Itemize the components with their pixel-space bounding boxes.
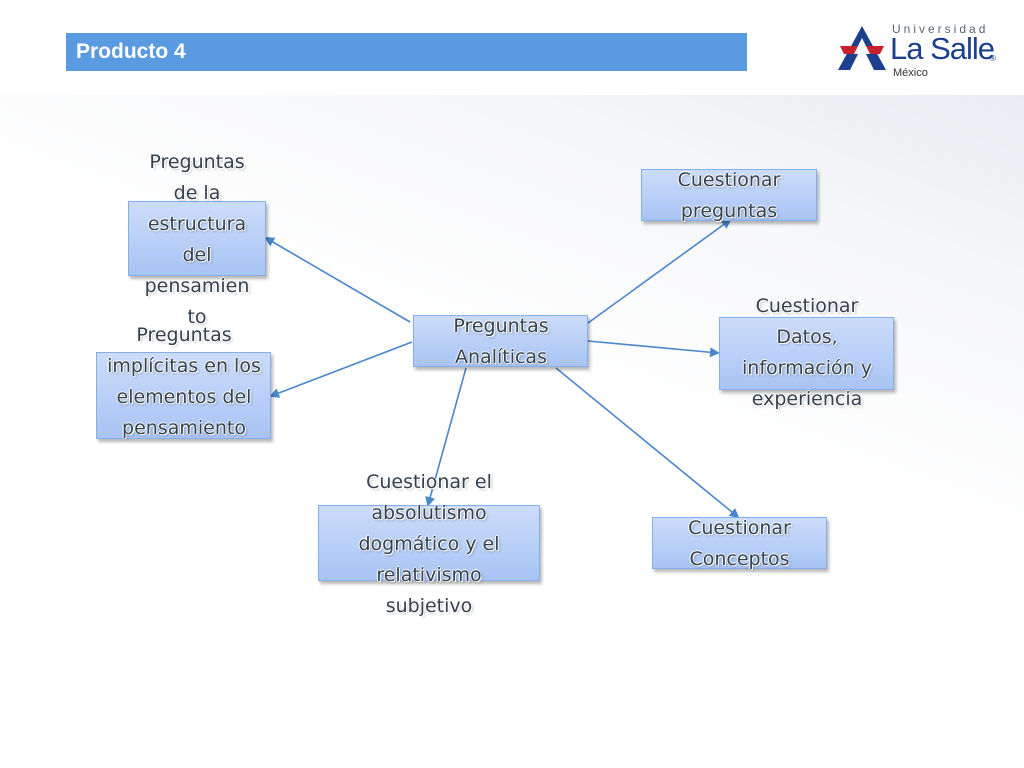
- arrow-to-absolutismo: [425, 367, 467, 507]
- node-box-conceptos: [652, 517, 827, 569]
- lasalle-star-icon: [838, 26, 886, 70]
- node-label-conceptos: Cuestionar Conceptos: [688, 517, 791, 570]
- node-label-preguntas: Cuestionar preguntas: [677, 169, 781, 222]
- node-label-implicitas: Preguntas implícitas en los elementos de…: [107, 324, 261, 439]
- node-label-datos: Cuestionar Datos, información y experien…: [742, 295, 872, 410]
- node-label-center: Preguntas Analíticas: [453, 315, 549, 368]
- node-box-estructura: [128, 201, 266, 276]
- node-box-preguntas: [641, 169, 817, 221]
- logo-lasalle-text: La Salle: [890, 31, 995, 66]
- arrow-to-preguntas: [587, 218, 732, 324]
- logo-registered-mark: ®: [990, 54, 996, 63]
- arrow-to-implicitas: [269, 341, 413, 398]
- arrow-to-conceptos: [555, 367, 740, 519]
- node-box-center: [413, 315, 588, 367]
- node-label-absolutismo: Cuestionar el absolutismo dogmático y el…: [358, 471, 500, 617]
- node-box-absolutismo: [318, 505, 540, 581]
- node-label-estructura: Preguntas de la estructura del pensamien…: [144, 151, 250, 328]
- university-logo: Universidad La Salle ® México: [836, 18, 1006, 82]
- node-box-implicitas: [96, 352, 271, 439]
- arrow-to-estructura: [264, 236, 411, 323]
- arrow-to-datos: [587, 340, 720, 358]
- logo-mexico-text: México: [893, 67, 928, 79]
- logo-universidad-text: Universidad: [892, 22, 989, 36]
- node-box-datos: [719, 317, 894, 390]
- slide-title: Producto 4: [66, 33, 747, 71]
